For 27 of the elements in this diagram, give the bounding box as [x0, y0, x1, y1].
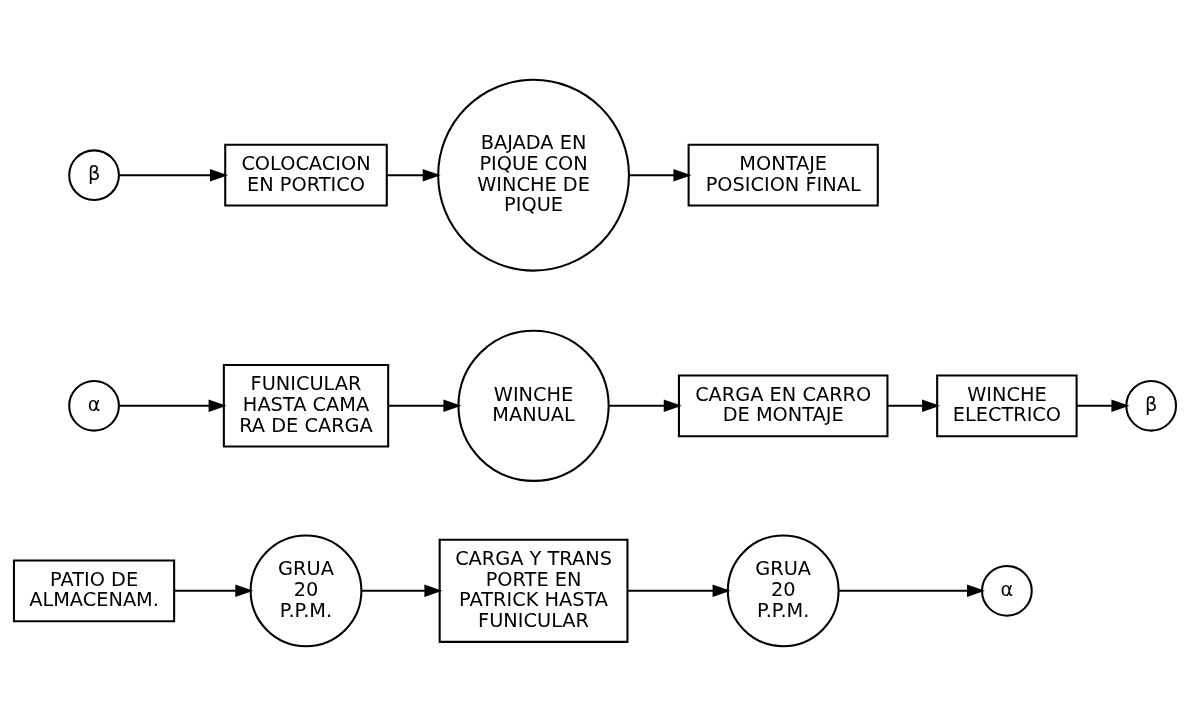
node-circle: GRUA 20 P.P.M.	[249, 534, 363, 648]
node-box: WINCHE ELECTRICO	[936, 374, 1078, 438]
node-circle: β	[68, 149, 120, 202]
node-box: COLOCACION EN PORTICO	[224, 143, 388, 207]
node-box: CARGA EN CARRO DE MONTAJE	[677, 374, 889, 438]
arrow	[609, 399, 682, 413]
arrow	[839, 584, 985, 598]
arrow	[119, 399, 227, 413]
node-circle: α	[981, 564, 1033, 617]
node-box: MONTAJE POSICION FINAL	[687, 143, 879, 207]
node-circle: β	[1125, 379, 1178, 432]
arrow	[887, 399, 941, 413]
node-circle: GRUA 20 P.P.M.	[726, 534, 840, 648]
arrow	[119, 168, 228, 182]
arrow	[629, 168, 692, 182]
node-circle: WINCHE MANUAL	[457, 329, 610, 482]
arrow	[627, 584, 731, 598]
node-box: FUNICULAR HASTA CAMA RA DE CARGA	[222, 364, 390, 448]
node-circle: BAJADA EN PIQUE CON WINCHE DE PIQUE	[437, 78, 630, 272]
node-box: CARGA Y TRANS PORTE EN PATRICK HASTA FUNICULAR	[438, 538, 629, 643]
arrow	[174, 584, 254, 598]
node-circle: α	[68, 379, 120, 432]
arrow	[1076, 399, 1130, 413]
arrow	[388, 399, 462, 413]
arrow	[387, 168, 441, 182]
node-box: PATIO DE ALMACENAM.	[12, 559, 176, 623]
arrow	[361, 584, 443, 598]
